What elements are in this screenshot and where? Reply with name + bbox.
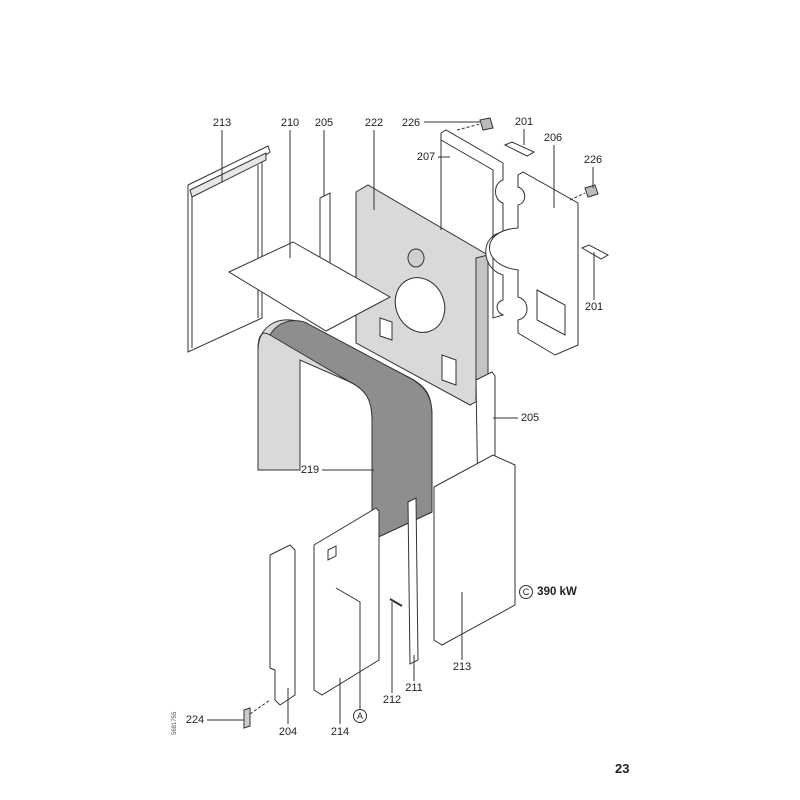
label-222: 222 [364, 117, 384, 129]
insulation-panel-222 [355, 184, 489, 406]
label-204: 204 [278, 726, 298, 738]
label-212: 212 [382, 694, 402, 706]
front-panel-213-right [433, 454, 516, 646]
label-213-bottom: 213 [452, 661, 472, 673]
variant-note: 390 kW [537, 586, 577, 598]
panel-207 [440, 129, 505, 319]
label-206: 206 [543, 132, 563, 144]
label-207: 207 [416, 151, 436, 163]
label-211: 211 [405, 682, 423, 694]
label-201-top: 201 [514, 116, 534, 128]
shelf-210 [227, 241, 392, 332]
label-219: 219 [300, 464, 320, 476]
label-214: 214 [330, 726, 350, 738]
side-panel-213-left [187, 145, 271, 353]
panel-206 [489, 171, 579, 356]
detail-marker-circle [353, 709, 367, 723]
label-205-top: 205 [314, 117, 334, 129]
variant-marker-circle [519, 585, 533, 599]
clip-226-top [479, 117, 494, 131]
label-205-right: 205 [520, 412, 540, 424]
label-226-right: 226 [583, 154, 603, 166]
strip-211 [407, 497, 419, 665]
clip-226-right [584, 184, 599, 198]
front-panel-214 [313, 507, 380, 696]
label-226-top: 226 [401, 117, 421, 129]
page-number: 23 [615, 761, 630, 776]
label-201-right: 201 [584, 301, 604, 313]
insulation-hood-219 [257, 319, 433, 541]
pin-212 [389, 598, 403, 607]
drawing-code: 5681755 [172, 711, 178, 735]
label-224: 224 [185, 714, 205, 726]
leader-lines [207, 121, 595, 724]
bracket-201-right [580, 244, 610, 260]
bracket-201-top [503, 141, 536, 157]
strip-204 [269, 544, 296, 706]
variant-marker-c: C [522, 587, 530, 597]
clip-224 [243, 707, 251, 729]
label-213-top: 213 [212, 117, 232, 129]
detail-marker-a: A [356, 711, 364, 721]
label-210: 210 [280, 117, 300, 129]
